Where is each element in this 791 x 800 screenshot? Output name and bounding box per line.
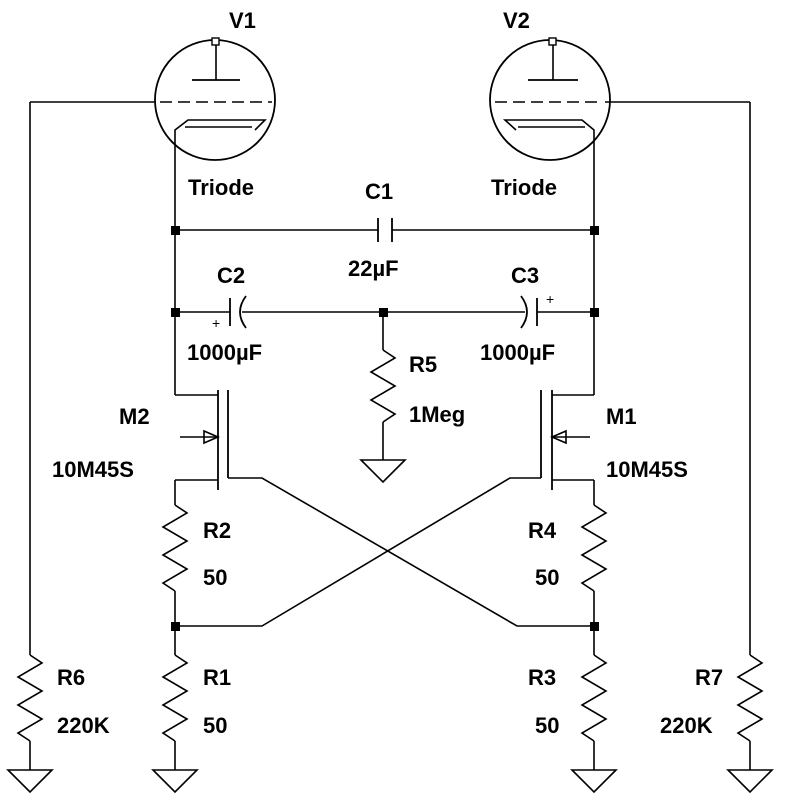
c1-ref: C1: [365, 179, 393, 204]
c3-ref: C3: [511, 263, 539, 288]
labels: V1 Triode V2 Triode C1 22µF C2 1000µF C3…: [52, 8, 723, 738]
wiring: [16, 102, 764, 770]
c3-value: 1000µF: [480, 340, 555, 365]
junction-dots: [171, 226, 599, 631]
r2-ref: R2: [203, 518, 231, 543]
c1-value: 22µF: [348, 256, 399, 281]
mosfet-m1: [540, 390, 590, 490]
r3-ref: R3: [528, 665, 556, 690]
polarity-mark-c2: +: [212, 315, 220, 331]
polarity-mark-c3: +: [546, 291, 554, 307]
mosfet-m2: [180, 390, 229, 490]
ground-icon: [359, 459, 407, 484]
capacitor-c3: +: [520, 291, 554, 329]
v1-value: Triode: [188, 175, 254, 200]
capacitor-c2: +: [212, 295, 247, 331]
m2-ref: M2: [119, 404, 150, 429]
ground-icon: [570, 769, 618, 794]
m1-value: 10M45S: [606, 457, 688, 482]
ground-icon: [726, 769, 774, 794]
v1-ref: V1: [229, 8, 256, 33]
r7-ref: R7: [695, 665, 723, 690]
capacitor-c1: [377, 218, 393, 242]
c2-ref: C2: [217, 263, 245, 288]
r4-ref: R4: [528, 518, 557, 543]
m2-value: 10M45S: [52, 457, 134, 482]
ground-symbols: [6, 459, 774, 794]
r6-value: 220K: [57, 713, 110, 738]
r3-value: 50: [535, 713, 559, 738]
r2-value: 50: [203, 565, 227, 590]
r7-value: 220K: [660, 713, 713, 738]
m1-ref: M1: [606, 404, 637, 429]
r5-ref: R5: [409, 352, 437, 377]
ground-icon: [151, 769, 199, 794]
triode-v2: [489, 37, 750, 161]
r1-value: 50: [203, 713, 227, 738]
v2-ref: V2: [503, 8, 530, 33]
v2-value: Triode: [491, 175, 557, 200]
r5-value: 1Meg: [409, 402, 465, 427]
r6-ref: R6: [57, 665, 85, 690]
r4-value: 50: [535, 565, 559, 590]
ground-icon: [6, 769, 54, 794]
triode-v1: [30, 37, 276, 161]
c2-value: 1000µF: [187, 340, 262, 365]
r1-ref: R1: [203, 665, 231, 690]
